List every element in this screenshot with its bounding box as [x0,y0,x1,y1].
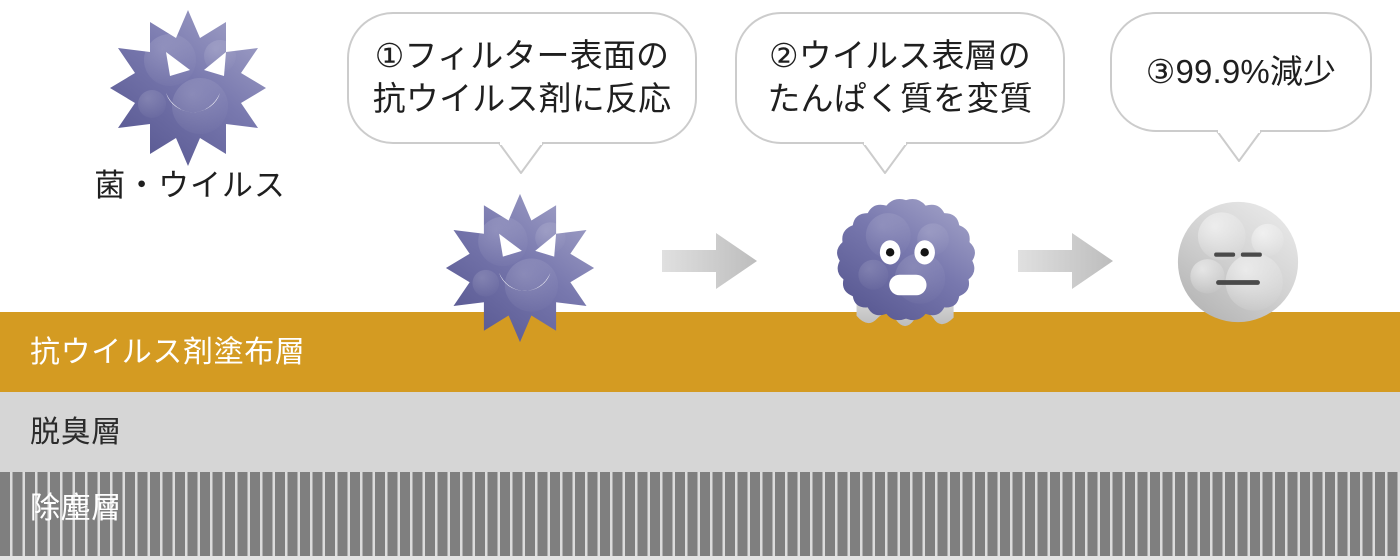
speech-bubble-step-1: ①フィルター表面の 抗ウイルス剤に反応 [347,12,697,144]
dust-layer-bottom-edge [0,556,1400,560]
virus-main-label: 菌・ウイルス [94,168,286,203]
filter-layer-deodorizing-label: 脱臭層 [30,416,122,449]
filter-layer-deodorizing: 脱臭層 [0,392,1400,472]
speech-bubble-step-1-tail [498,142,544,176]
virus-character-step-1 [444,192,596,344]
speech-bubble-step-3: ③99.9%減少 [1110,12,1372,132]
speech-bubble-step-1-text: ①フィルター表面の 抗ウイルス剤に反応 [372,37,672,117]
filter-layer-dust: 除塵層 [0,472,1400,560]
virus-character-step-3 [1176,200,1300,324]
filter-layer-dust-label: 除塵層 [30,492,122,525]
filter-layer-antiviral-label: 抗ウイルス剤塗布層 [30,336,306,369]
filter-layer-antiviral: 抗ウイルス剤塗布層 [0,312,1400,392]
process-arrow-2 [1018,232,1114,290]
speech-bubble-step-2: ②ウイルス表層の たんぱく質を変質 [735,12,1065,144]
speech-bubble-step-2-tail [862,142,908,176]
virus-character-step-2 [836,196,976,336]
speech-bubble-step-2-text: ②ウイルス表層の たんぱく質を変質 [767,37,1033,117]
virus-character-main [108,8,268,168]
speech-bubble-step-3-text: ③99.9%減少 [1145,52,1337,90]
dust-layer-stripe-pattern [0,472,1400,556]
speech-bubble-step-3-tail [1216,130,1262,164]
process-arrow-1 [662,232,758,290]
